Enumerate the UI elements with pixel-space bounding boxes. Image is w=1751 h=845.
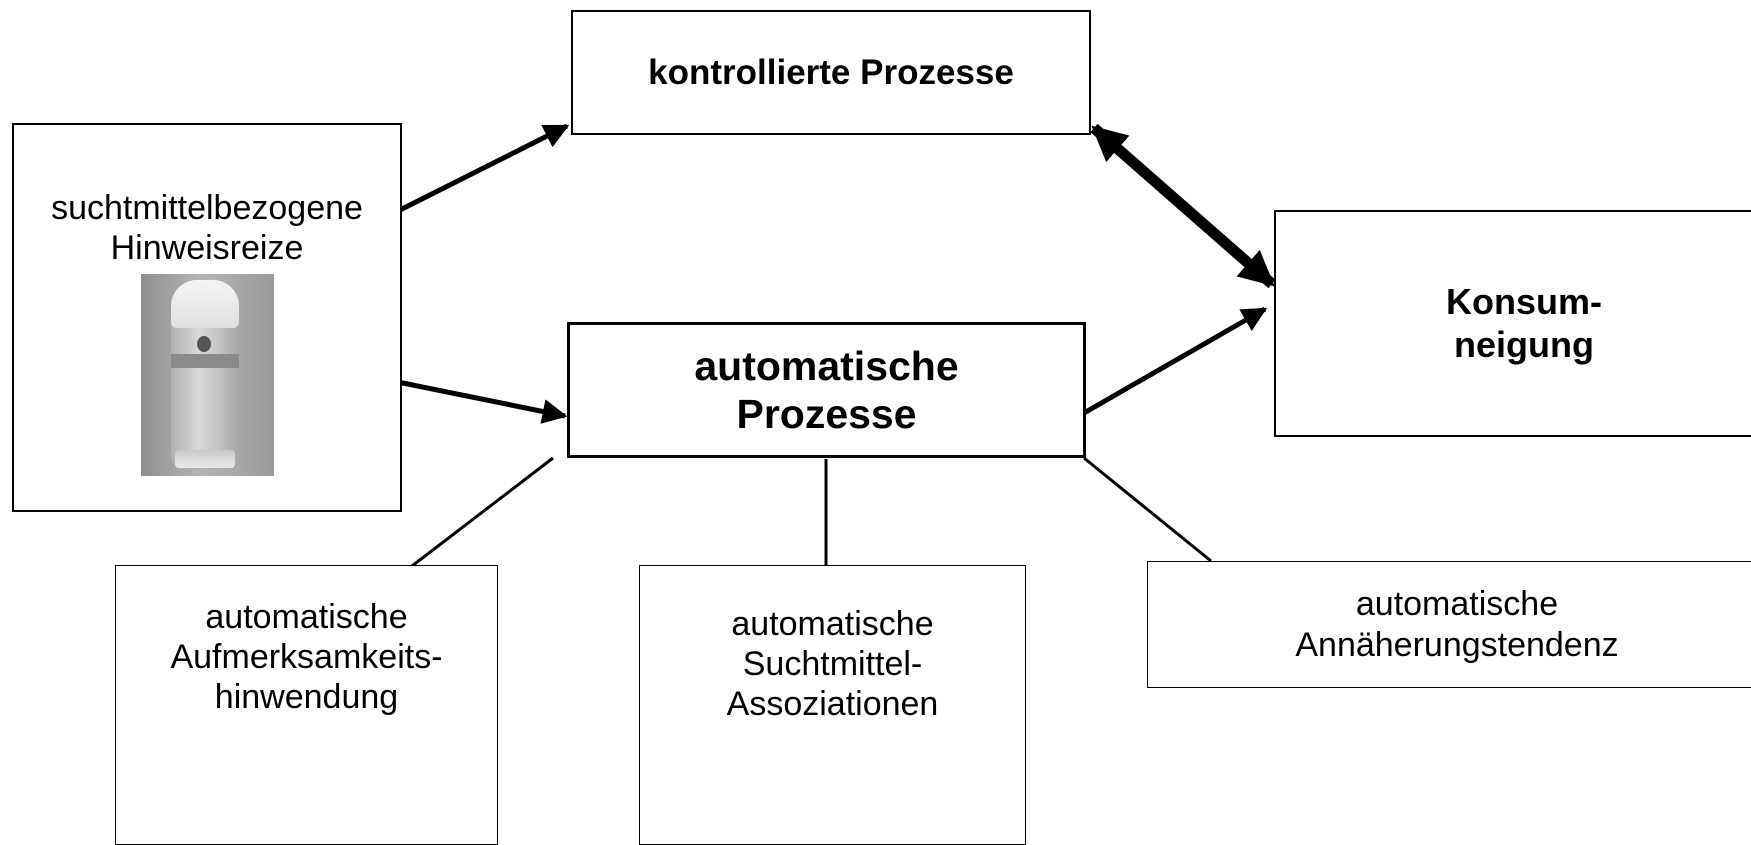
node-consumption-tendency-line-2: neigung — [1454, 323, 1594, 365]
edge-stimuli-to-automatic — [392, 378, 568, 424]
beer-glass-base — [174, 450, 235, 469]
node-controlled-processes-label: kontrollierte Prozesse — [648, 52, 1014, 92]
node-automatic-attention-line-3: hinwendung — [214, 678, 399, 717]
edge-stimuli-to-controlled — [398, 123, 570, 213]
node-automatic-approach-line-2: Annäherungstendenz — [1295, 625, 1619, 664]
edge-automatic-to-consumption — [1082, 306, 1268, 416]
edge-controlled-consumption — [1090, 123, 1276, 289]
node-drug-cues-line-2: Hinweisreize — [110, 229, 304, 268]
edge-automatic-attention — [411, 456, 554, 568]
beer-glass-foam — [170, 280, 239, 329]
node-automatic-approach: automatische Annäherungstendenz — [1147, 561, 1751, 688]
node-controlled-processes: kontrollierte Prozesse — [571, 10, 1091, 135]
node-drug-cues: suchtmittelbezogene Hinweisreize — [12, 123, 402, 512]
node-automatic-processes-line-1: automatische — [694, 342, 959, 389]
node-automatic-approach-line-1: automatische — [1355, 585, 1559, 624]
edge-automatic-approach — [1083, 456, 1212, 563]
node-automatic-associations-line-2: Suchtmittel- — [742, 645, 923, 684]
node-automatic-processes: automatische Prozesse — [567, 322, 1086, 458]
node-automatic-attention: automatische Aufmerksamkeits- hinwendung — [115, 565, 498, 845]
node-automatic-processes-line-2: Prozesse — [736, 391, 917, 437]
node-automatic-associations-line-1: automatische — [731, 605, 934, 643]
node-automatic-associations: automatische Suchtmittel- Assoziationen — [639, 565, 1026, 845]
node-automatic-associations-line-3: Assoziationen — [726, 685, 939, 724]
beer-glass-photo — [140, 274, 274, 477]
node-consumption-tendency: Konsum- neigung — [1274, 210, 1751, 437]
node-drug-cues-line-1: suchtmittelbezogene — [51, 189, 363, 227]
node-automatic-attention-line-1: automatische — [205, 598, 408, 636]
beer-glass-band — [170, 354, 239, 369]
beer-glass-emblem — [196, 336, 211, 353]
node-automatic-attention-line-2: Aufmerksamkeits- — [170, 638, 443, 677]
node-consumption-tendency-line-1: Konsum- — [1446, 281, 1602, 323]
